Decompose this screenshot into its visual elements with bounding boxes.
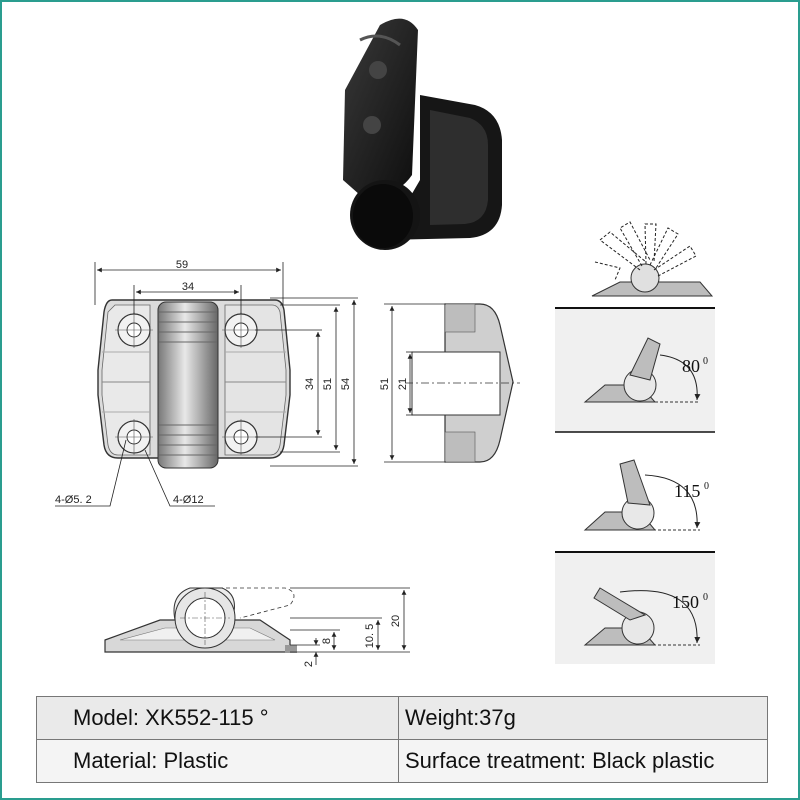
- angle-80-degree: 0: [703, 356, 708, 367]
- angle-150-degree: 0: [703, 592, 708, 603]
- angle-115-label: 115: [674, 481, 700, 501]
- dim-bottom-2: 2: [303, 661, 315, 667]
- spec-material: Material: Plastic: [36, 739, 399, 783]
- angle-80-label: 80: [682, 356, 700, 376]
- spec-surface: Surface treatment: Black plastic: [398, 739, 768, 783]
- rotation-fan-diagram: [591, 221, 714, 297]
- side-view-drawing: 51 21: [379, 303, 520, 463]
- dim-side-51: 51: [379, 378, 391, 390]
- angle-150-label: 150: [672, 592, 699, 612]
- rotation-80-panel: 80 0: [555, 307, 715, 432]
- product-photo: [343, 18, 502, 250]
- dim-bottom-8: 8: [321, 638, 333, 644]
- dim-hole-large: 4-Ø12: [173, 494, 204, 506]
- dim-59: 59: [176, 259, 188, 271]
- bottom-view-drawing: 20 10. 5 8 2: [104, 587, 410, 667]
- dim-bottom-20: 20: [390, 615, 402, 627]
- spec-table: Model: XK552-115 ° Weight:37g Material: …: [36, 696, 768, 783]
- dim-34-horizontal: 34: [182, 281, 194, 293]
- dim-hole-small: 4-Ø5. 2: [55, 494, 92, 506]
- rotation-150-panel: 150 0: [555, 551, 715, 664]
- dim-54: 54: [340, 378, 352, 390]
- dim-side-21: 21: [397, 378, 409, 390]
- spec-model: Model: XK552-115 °: [36, 696, 399, 740]
- front-view-drawing: 59 34 34 51 54 4-Ø5. 2 4-Ø12: [55, 259, 358, 507]
- dim-bottom-10-5: 10. 5: [364, 624, 376, 648]
- angle-115-degree: 0: [704, 481, 709, 492]
- dim-34-vertical: 34: [304, 378, 316, 390]
- spec-weight: Weight:37g: [398, 696, 768, 740]
- rotation-115-panel: 115 0: [555, 431, 715, 531]
- dim-51: 51: [322, 378, 334, 390]
